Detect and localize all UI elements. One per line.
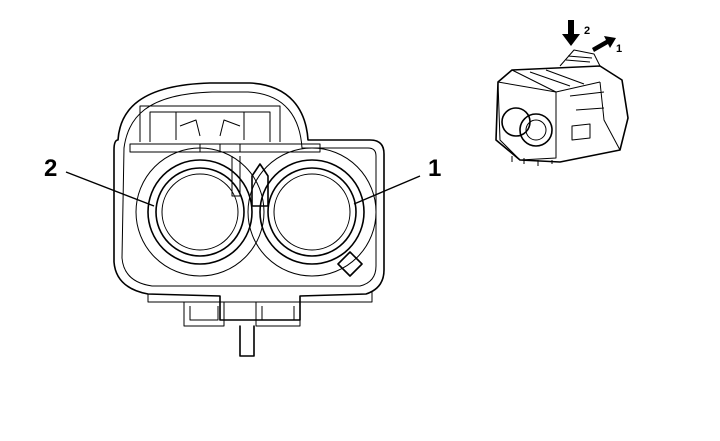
cavity-2 xyxy=(135,147,265,277)
keying-boss xyxy=(251,163,269,207)
thumbnail-front-face xyxy=(497,81,557,161)
thumbnail-cavity-right xyxy=(519,113,553,147)
leader-line-1 xyxy=(353,175,421,205)
connector-face-view: 2 1 xyxy=(44,82,441,357)
connector-thumbnail: 2 1 xyxy=(495,20,629,166)
leader-line-2 xyxy=(65,171,155,207)
center-rib xyxy=(231,156,241,197)
bottom-flange xyxy=(147,292,373,303)
callout-2: 2 xyxy=(44,155,57,182)
square-tab xyxy=(337,251,363,277)
thumbnail-side-detail xyxy=(569,81,621,151)
bottom-slots xyxy=(183,302,301,327)
thumbnail-bottom-pins xyxy=(511,156,553,166)
arrow-right-icon xyxy=(592,36,616,52)
callout-1: 1 xyxy=(428,155,441,182)
latch-rails xyxy=(129,112,321,153)
housing-outline xyxy=(113,82,385,321)
arrow-down-icon xyxy=(562,20,580,46)
arrow-right-label: 1 xyxy=(616,43,622,55)
arrow-down-label: 2 xyxy=(584,25,590,37)
cavity-1 xyxy=(247,147,377,277)
thumbnail-top-ribs xyxy=(511,49,601,93)
housing-inner-outline xyxy=(121,91,377,287)
latch-frame xyxy=(139,105,281,142)
thumbnail-body xyxy=(495,65,629,163)
bottom-tab xyxy=(239,325,255,357)
